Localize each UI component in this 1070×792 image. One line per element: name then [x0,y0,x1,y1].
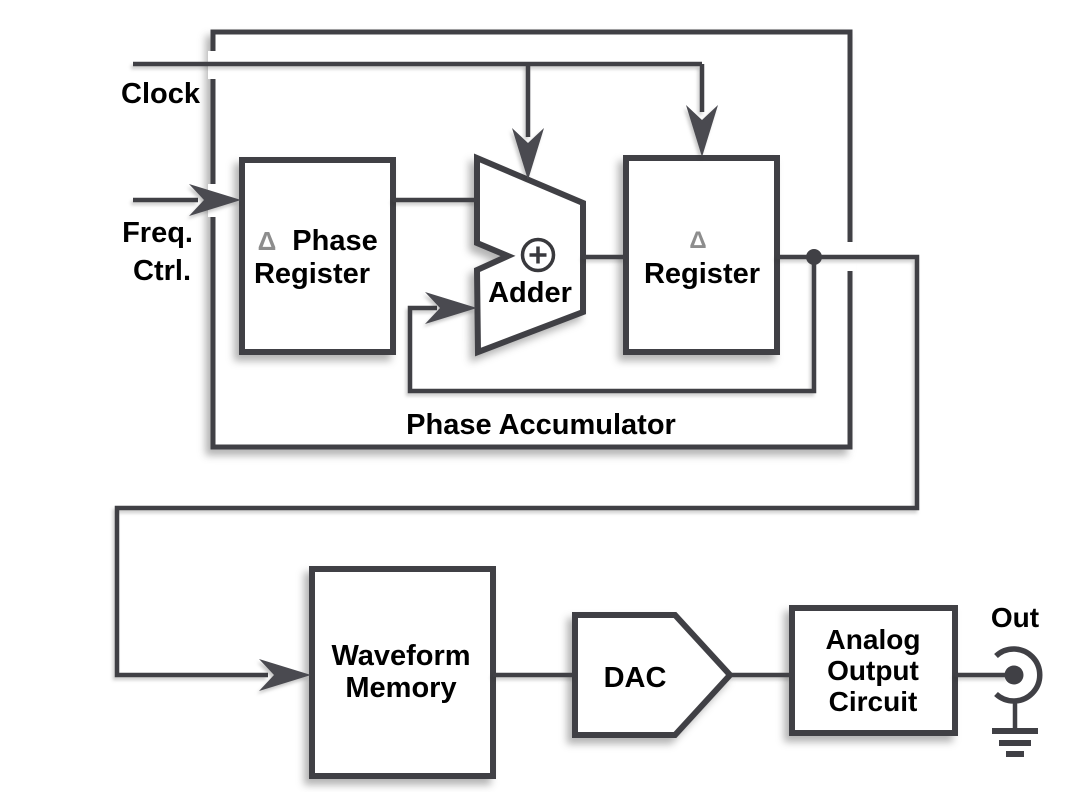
arrowhead-icon [259,659,311,691]
waveform-memory-label-line1: Waveform [331,640,470,672]
delta-phase-register-box [239,157,396,355]
register-output-wire [114,254,920,678]
phase-register-label-line1: Phase [292,225,377,257]
arrowhead-icon [425,292,477,324]
waveform-memory-box [309,566,496,779]
circled-plus-icon [520,237,556,273]
waveform-memory-label-line2: Memory [345,672,456,704]
analog-output-circuit-box [789,605,958,736]
junction-dot [806,249,822,265]
arrowhead-icon [512,128,544,180]
register-delta: Δ [689,227,706,254]
coax-connector-icon [994,646,1043,728]
analog-output-label-line2: Output [827,655,919,686]
analog-output-label-line3: Circuit [829,686,918,717]
adder-label: Adder [488,277,572,309]
dac-label: DAC [604,662,667,694]
clock-label: Clock [121,78,201,110]
phase-accumulator-label: Phase Accumulator [406,409,676,441]
register-label: Register [644,258,760,290]
freq-ctrl-label-line2: Ctrl. [133,255,191,287]
dac-block [572,612,735,738]
feedback-wire [407,257,817,394]
analog-output-label-line1: Analog [826,624,921,655]
phase-register-label-line2: Register [254,258,370,290]
phase-register-delta: Δ [258,226,277,256]
arrowhead-icon [686,105,718,157]
freq-ctrl-label-line1: Freq. [122,217,193,249]
ground-icon [992,728,1038,757]
register-box [623,155,780,355]
arrowhead-icon [189,184,241,216]
out-label: Out [991,602,1039,633]
